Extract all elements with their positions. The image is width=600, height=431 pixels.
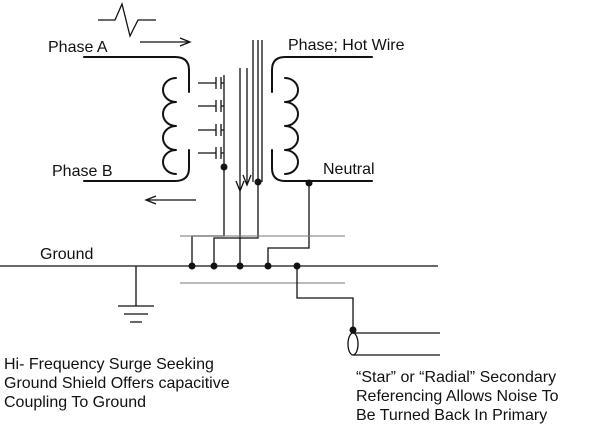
- phase-a-label: Phase A: [48, 39, 108, 56]
- surge-note: Hi- Frequency Surge Seeking Ground Shiel…: [4, 355, 230, 412]
- secondary-coil-icon: [284, 77, 299, 175]
- phase-a-arrowhead-icon: [179, 37, 192, 47]
- junction-dot: [349, 326, 357, 334]
- noise-arrowhead-2-icon: [242, 174, 252, 187]
- surge-note-line: Ground Shield Offers capacitive: [4, 375, 230, 392]
- ground-label: Ground: [40, 246, 93, 263]
- junction-dot: [254, 178, 262, 186]
- radial-note-line: Be Turned Back In Primary: [356, 407, 548, 424]
- junction-dot: [236, 262, 244, 270]
- primary-coil-icon: [162, 77, 177, 175]
- radial-note-line: “Star” or “Radial” Secondary: [356, 369, 557, 386]
- junction-dot: [264, 262, 272, 270]
- shield-ground-lead: [191, 167, 225, 266]
- cable-shield-icon: [347, 332, 440, 356]
- phase-b-arrowhead-icon: [144, 195, 157, 205]
- junction-dots: [188, 163, 357, 334]
- junction-dot: [305, 179, 313, 187]
- phase-hot-wire-label: Phase; Hot Wire: [288, 37, 405, 54]
- surge-spike-icon: [98, 1, 156, 38]
- primary-winding: [83, 56, 190, 182]
- earth-ground-icon: [118, 266, 154, 323]
- radial-reference-lead: [296, 266, 354, 330]
- transformer-core: [213, 40, 263, 266]
- neutral-label: Neutral: [323, 161, 375, 178]
- neutral-ground-lead: [267, 181, 310, 266]
- surge-note-line: Coupling To Ground: [4, 394, 147, 411]
- radial-note: “Star” or “Radial” Secondary Referencing…: [356, 368, 558, 425]
- secondary-winding: [271, 56, 373, 182]
- junction-dot: [188, 262, 196, 270]
- junction-dot: [210, 262, 218, 270]
- radial-note-line: Referencing Allows Noise To: [356, 388, 559, 405]
- junction-dot: [220, 163, 228, 171]
- capacitive-coupling: [198, 75, 225, 167]
- phase-b-label: Phase B: [52, 163, 112, 180]
- surge-note-line: Hi- Frequency Surge Seeking: [4, 356, 214, 373]
- junction-dot: [293, 262, 301, 270]
